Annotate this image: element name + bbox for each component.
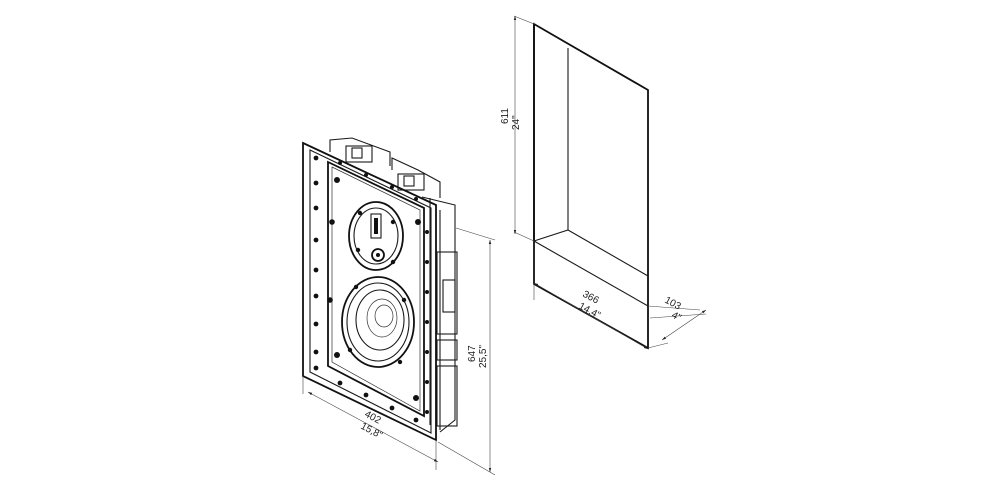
in-wall-speaker <box>302 137 458 442</box>
cutout-depth-dimension: 103 4" <box>647 295 707 349</box>
cutout-height-mm: 611 <box>500 108 511 124</box>
speaker-height-mm: 647 <box>467 345 478 362</box>
cutout-width-dimension: 366 14,4" <box>533 282 649 350</box>
cutout-depth-in: 4" <box>670 310 684 324</box>
cutout-height-in: 24" <box>511 115 522 130</box>
cutout-width-in: 14,4" <box>577 301 603 322</box>
tweeter-assembly <box>348 201 404 271</box>
speaker-width-dimension: 402 15,8" <box>302 376 439 470</box>
speaker-width-in: 15,8" <box>359 421 385 442</box>
speaker-height-in: 25,5" <box>478 345 489 368</box>
cutout-depth-mm: 103 <box>663 295 683 313</box>
speaker-height-dimension: 647 25,5" <box>437 227 496 476</box>
woofer-assembly <box>341 276 415 368</box>
cutout-height-dimension: 611 24" <box>500 16 522 234</box>
